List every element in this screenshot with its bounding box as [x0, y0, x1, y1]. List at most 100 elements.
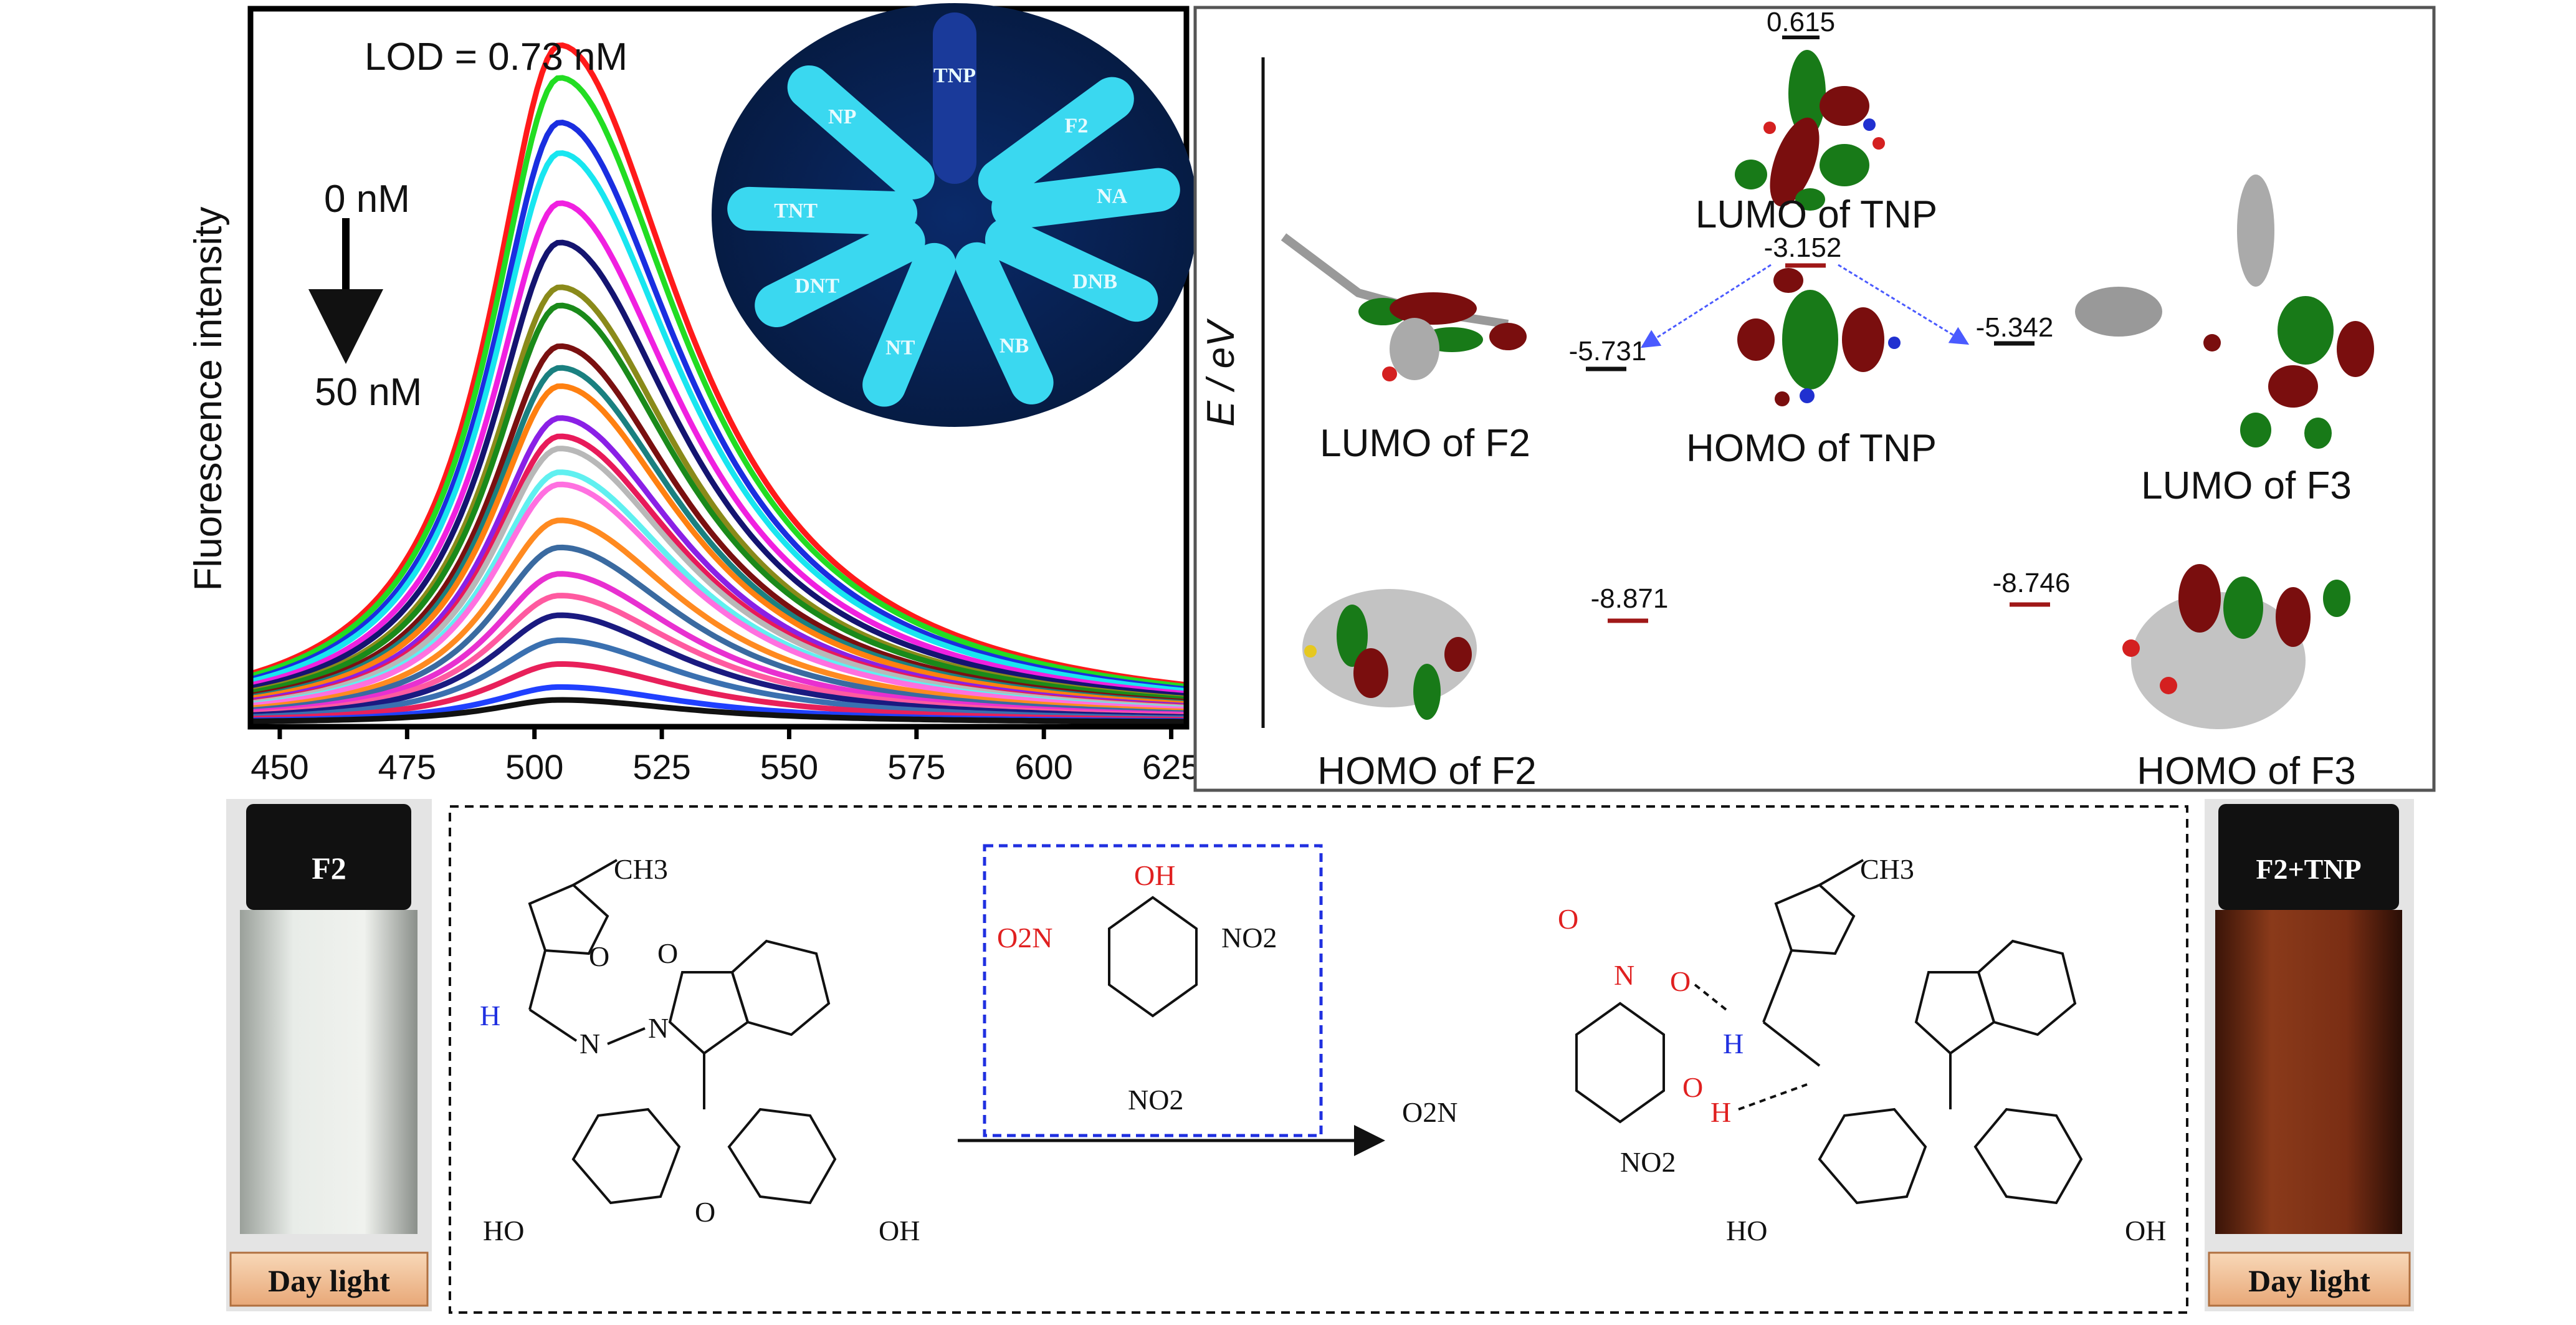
- vial-cap-label: F2+TNP: [2256, 853, 2361, 885]
- svg-text:H: H: [1723, 1028, 1744, 1060]
- svg-text:O: O: [1558, 903, 1578, 935]
- svg-text:HO: HO: [483, 1215, 524, 1246]
- homo-tnp-orbital: [1737, 268, 1901, 406]
- vial-f2: F2 Day light: [226, 799, 432, 1311]
- tube-label: DNT: [794, 275, 839, 298]
- svg-text:O: O: [657, 937, 678, 969]
- tube-label: TNP: [933, 64, 976, 87]
- tube-label: NP: [828, 105, 856, 128]
- tube-label: NA: [1097, 185, 1128, 208]
- level-f3-lumo: -5.342: [1976, 312, 2054, 346]
- electron-transfer-arrow-f3: [1838, 264, 1970, 345]
- tube-label: NT: [885, 336, 915, 359]
- spectrum-curve-0: [250, 42, 1185, 687]
- x-tick-label: 600: [1014, 747, 1072, 787]
- end-concentration-label: 50 nM: [315, 371, 422, 414]
- svg-text:-8.746: -8.746: [1993, 568, 2071, 598]
- spectrum-curve-1: [250, 75, 1185, 689]
- tube-label: TNT: [774, 199, 818, 222]
- svg-text:NO2: NO2: [1128, 1084, 1183, 1116]
- svg-text:-5.731: -5.731: [1569, 336, 1647, 366]
- svg-text:N: N: [648, 1012, 669, 1044]
- energy-level-panel: E / eV: [1193, 6, 2436, 793]
- homo-f2-label: HOMO of F2: [1317, 750, 1536, 793]
- svg-text:-3.152: -3.152: [1764, 232, 1842, 263]
- x-tick-label: 575: [887, 747, 945, 787]
- x-tick-label: 550: [760, 747, 818, 787]
- spectrum-curve-3: [250, 150, 1185, 694]
- svg-text:0.615: 0.615: [1767, 7, 1835, 37]
- lumo-f2-label: LUMO of F2: [1320, 422, 1530, 465]
- lumo-f3-orbital: [2075, 175, 2374, 449]
- reaction-scheme: CH3 O H N N O O HO OH OH O2N NO2 NO2: [449, 805, 2188, 1314]
- svg-text:O: O: [1682, 1071, 1703, 1103]
- svg-text:-5.342: -5.342: [1976, 312, 2054, 343]
- tube-nb: [955, 242, 1054, 404]
- start-concentration-label: 0 nM: [324, 178, 410, 221]
- svg-text:O2N: O2N: [997, 922, 1052, 954]
- svg-text:N: N: [1614, 959, 1634, 991]
- y-axis-label: Fluorescence intensity: [187, 207, 230, 591]
- homo-f3-label: HOMO of F3: [2137, 750, 2355, 793]
- spectrum-curve-7: [251, 302, 1185, 702]
- plot-frame: [247, 6, 1190, 730]
- svg-text:NO2: NO2: [1620, 1146, 1676, 1178]
- x-tick-label: 525: [632, 747, 690, 787]
- spectrum-curve-10: [251, 383, 1185, 707]
- lumo-f2-orbital: [1281, 233, 1527, 381]
- svg-text:NO2: NO2: [1221, 922, 1277, 954]
- tube-label: F2: [1064, 114, 1088, 137]
- f2-structure: CH3 O H N N O O HO OH: [480, 853, 920, 1246]
- lumo-f3-label: LUMO of F3: [2141, 464, 2352, 507]
- svg-text:O: O: [695, 1196, 715, 1228]
- spectrum-panel: Fluorescence intensity 450 475 500 525 550 57…: [187, 3, 1200, 787]
- spectrum-curves: [250, 42, 1185, 725]
- x-axis: 450 475 500 525 550 575 600 625: [250, 727, 1200, 787]
- level-f3-homo: -8.746: [1993, 568, 2071, 607]
- tube-label: NB: [999, 335, 1029, 358]
- lod-label: LOD = 0.73 nM: [365, 36, 627, 79]
- tube-tnt: [727, 186, 918, 236]
- spectrum-curve-15: [251, 481, 1185, 712]
- svg-text:O: O: [1670, 965, 1691, 997]
- homo-f3-orbital: [2122, 564, 2350, 729]
- homo-tnp-label: HOMO of TNP: [1686, 427, 1937, 470]
- x-tick-label: 450: [250, 747, 308, 787]
- spectrum-curve-4: [250, 200, 1185, 697]
- tube-f2: [978, 77, 1134, 203]
- svg-text:OH: OH: [1134, 859, 1175, 891]
- lumo-tnp-orbital: [1735, 50, 1885, 211]
- svg-text:N: N: [580, 1028, 600, 1060]
- daylight-tag: Day light: [268, 1263, 390, 1298]
- vial-f2-tnp: F2+TNP Day light: [2205, 799, 2414, 1311]
- tube-dnb: [985, 218, 1158, 322]
- svg-text:CH3: CH3: [614, 853, 668, 885]
- level-tnp-lumo-up: 0.615: [1767, 7, 1835, 39]
- spectrum-curve-5: [251, 239, 1185, 699]
- svg-text:H: H: [480, 1000, 500, 1031]
- spectrum-curve-2: [250, 120, 1185, 692]
- product-structure: O N O O2N NO2 O H H CH3 HO OH: [1402, 853, 2166, 1246]
- svg-text:H: H: [1710, 1096, 1731, 1128]
- level-f2-homo: -8.871: [1591, 583, 1668, 623]
- x-tick-label: 625: [1142, 747, 1200, 787]
- tube-nt: [862, 242, 956, 407]
- electron-transfer-arrow-f2: [1640, 264, 1772, 348]
- spectrum-curve-24: [251, 697, 1184, 725]
- vial-cap-label: F2: [312, 851, 346, 886]
- svg-text:O2N: O2N: [1402, 1096, 1457, 1128]
- lumo-tnp-label: LUMO of TNP: [1696, 193, 1937, 236]
- tube-dnt: [755, 219, 925, 327]
- daylight-tag: Day light: [2248, 1263, 2370, 1298]
- tnp-structure: OH O2N NO2 NO2: [983, 844, 1323, 1137]
- svg-text:O: O: [589, 940, 609, 972]
- x-tick-label: 500: [505, 747, 563, 787]
- svg-text:HO: HO: [1726, 1215, 1767, 1246]
- level-tnp-lumo: -3.152: [1764, 232, 1842, 268]
- x-tick-label: 475: [378, 747, 436, 787]
- svg-text:OH: OH: [879, 1215, 920, 1246]
- tube-np: [787, 65, 935, 199]
- svg-text:CH3: CH3: [1860, 853, 1914, 885]
